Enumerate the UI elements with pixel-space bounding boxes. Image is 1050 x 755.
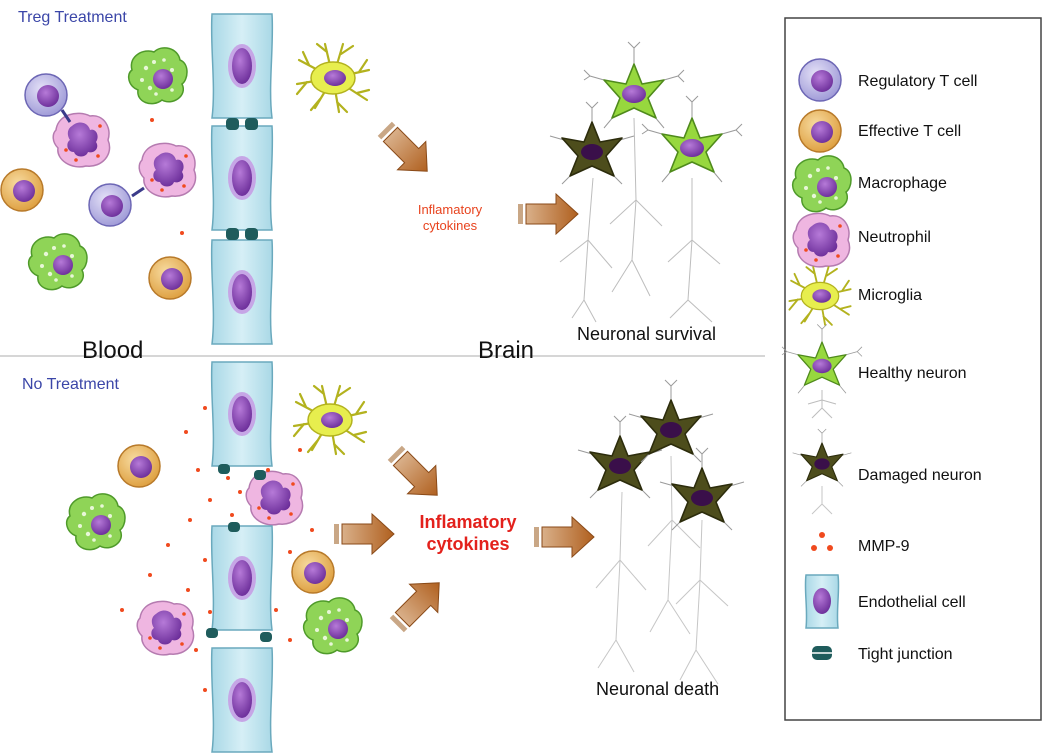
tight-junction-icon (254, 470, 266, 480)
blood-label: Blood (82, 337, 143, 364)
effective-t-cell-icon (798, 109, 842, 153)
legend-label-neutrophil: Neutrophil (858, 229, 931, 246)
top-cytokine-label-line1: Inflamatory (418, 202, 483, 217)
macrophage-icon (302, 597, 363, 655)
bottom-neurons (577, 379, 745, 685)
endothelial-cell-icon (210, 647, 274, 753)
legend: Regulatory T cell Effective T cell Macro… (781, 17, 1042, 721)
legend-label-tight-junction: Tight junction (858, 646, 953, 663)
mmp9-dots-icon (811, 532, 833, 551)
neutrophil-icon (136, 600, 195, 656)
legend-label-regulatory-t-cell: Regulatory T cell (858, 73, 977, 90)
arrow-icon (533, 516, 595, 558)
endothelial-cell-icon (804, 574, 840, 629)
regulatory-t-cell-icon (798, 58, 842, 102)
endothelial-cell-icon (210, 525, 274, 631)
treg-treatment-title: Treg Treatment (18, 9, 127, 26)
arrow-icon (370, 114, 442, 186)
bottom-cytokine-label-line2: cytokines (426, 534, 509, 554)
arrow-icon (382, 568, 454, 640)
effective-t-cell-icon (291, 550, 335, 594)
top-blood-cells (0, 47, 197, 300)
regulatory-t-cell-icon (88, 183, 132, 227)
endothelial-cell-icon (210, 13, 274, 119)
legend-label-damaged-neuron: Damaged neuron (858, 467, 982, 484)
neuronal-survival-label: Neuronal survival (577, 324, 716, 344)
tight-junction-icon (206, 628, 218, 638)
effective-t-cell-icon (117, 444, 161, 488)
tight-junction-icon (228, 522, 240, 532)
legend-label-healthy-neuron: Healthy neuron (858, 365, 967, 382)
tight-junction-icon (218, 464, 230, 474)
bottom-endothelial-barrier (206, 361, 274, 753)
no-treatment-title: No Treatment (22, 376, 119, 393)
macrophage-icon (27, 233, 88, 291)
legend-label-effective-t-cell: Effective T cell (858, 123, 961, 140)
treg-contact-icon (60, 109, 145, 198)
legend-label-macrophage: Macrophage (858, 175, 947, 192)
damaged-neuron-icon (628, 379, 714, 463)
neutrophil-icon (138, 142, 197, 198)
arrow-icon (517, 193, 579, 235)
arrow-icon (380, 438, 452, 510)
neuronal-death-label: Neuronal death (596, 679, 719, 699)
legend-label-endothelial-cell: Endothelial cell (858, 594, 966, 611)
top-neurons (549, 41, 743, 323)
endothelial-cell-icon (210, 125, 274, 231)
neutrophil-icon (792, 212, 851, 268)
microglia-icon (295, 42, 371, 114)
neutrophil-icon (245, 470, 304, 526)
macrophage-icon (127, 47, 188, 105)
damaged-neuron-icon (659, 447, 745, 531)
brain-label: Brain (478, 337, 534, 364)
endothelial-cell-icon (210, 239, 274, 345)
top-endothelial-barrier (210, 13, 274, 345)
macrophage-icon (65, 493, 126, 551)
healthy-neuron-icon (583, 41, 685, 129)
effective-t-cell-icon (0, 168, 44, 212)
microglia-icon (292, 384, 368, 456)
endothelial-cell-icon (210, 361, 274, 467)
damaged-neuron-icon (577, 415, 663, 499)
regulatory-t-cell-icon (24, 73, 68, 117)
legend-label-mmp9: MMP-9 (858, 538, 910, 555)
healthy-neuron-icon (641, 95, 743, 183)
legend-label-microglia: Microglia (858, 287, 922, 304)
tight-junction-icon (260, 632, 272, 642)
healthy-neuron-icon (781, 323, 863, 419)
effective-t-cell-icon (148, 256, 192, 300)
damaged-neuron-icon (792, 428, 852, 515)
bottom-cytokine-label-line1: Inflamatory (419, 512, 516, 532)
neutrophil-icon (52, 112, 111, 168)
top-cytokine-label-line2: cytokines (423, 218, 478, 233)
arrow-icon (333, 513, 395, 555)
